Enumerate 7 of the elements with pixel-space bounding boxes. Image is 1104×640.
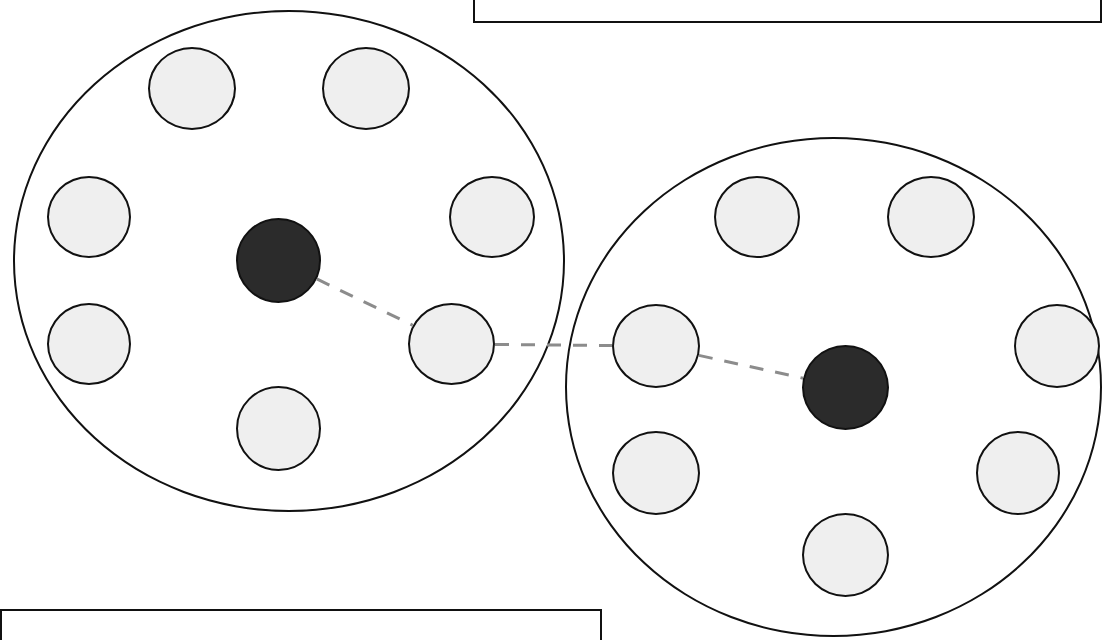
group-circle xyxy=(13,10,565,512)
empty-frame xyxy=(473,0,1102,23)
empty-frame xyxy=(0,609,602,640)
dashed-connector xyxy=(698,353,804,380)
dashed-connector xyxy=(316,277,414,327)
group-circle xyxy=(565,137,1102,637)
dashed-connector xyxy=(495,342,612,348)
